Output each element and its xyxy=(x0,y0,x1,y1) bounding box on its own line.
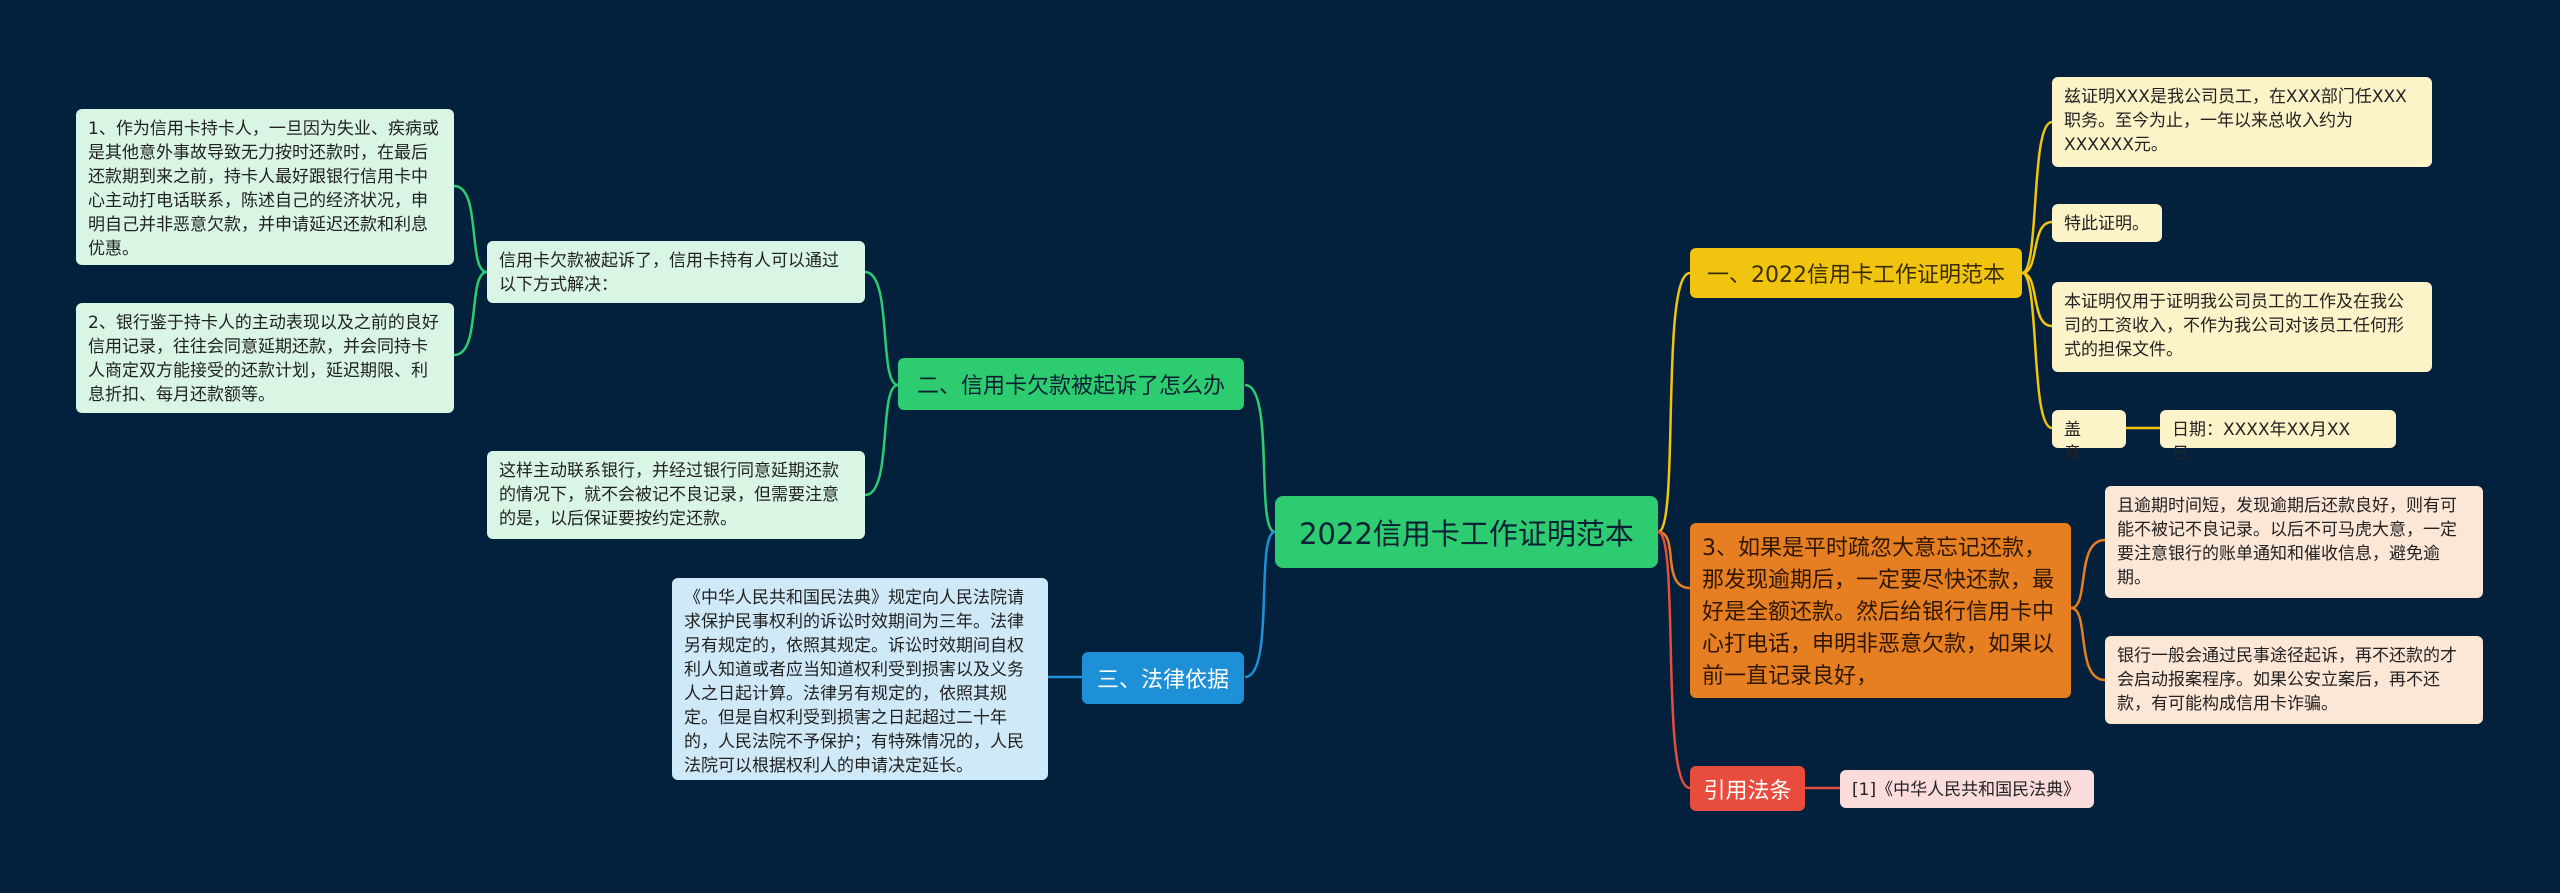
subleaf-contact-bank[interactable]: 1、作为信用卡持卡人，一旦因为失业、疾病或是其他意外事故导致无力按时还款时，在最… xyxy=(76,109,454,265)
leaf-solutions-intro[interactable]: 信用卡欠款被起诉了，信用卡持有人可以通过以下方式解决： xyxy=(487,241,865,303)
leaf-certificate-purpose[interactable]: 本证明仅用于证明我公司员工的工作及在我公司的工资收入，不作为我公司对该员工任何形… xyxy=(2052,282,2432,372)
leaf-bank-prosecution[interactable]: 银行一般会通过民事途径起诉，再不还款的才会启动报案程序。如果公安立案后，再不还款… xyxy=(2105,636,2483,724)
leaf-date[interactable]: 日期：XXXX年XX月XX日。 xyxy=(2160,410,2396,464)
leaf-civil-code-reference[interactable]: [1]《中华人民共和国民法典》 xyxy=(1840,770,2094,808)
central-topic[interactable]: 2022信用卡工作证明范本 xyxy=(1275,496,1658,568)
leaf-hereby-certify[interactable]: 特此证明。 xyxy=(2052,204,2162,242)
leaf-overdue-advice[interactable]: 且逾期时间短，发现逾期后还款良好，则有可能不被记不良记录。以后不可马虎大意，一定… xyxy=(2105,486,2483,598)
leaf-certificate-body[interactable]: 兹证明XXX是我公司员工，在XXX部门任XXX职务。至今为止，一年以来总收入约为… xyxy=(2052,77,2432,167)
branch-overdue-tip[interactable]: 3、如果是平时疏忽大意忘记还款，那发现逾期后，一定要尽快还款，最好是全额还款。然… xyxy=(1690,523,2071,698)
subleaf-bank-extension[interactable]: 2、银行鉴于持卡人的主动表现以及之前的良好信用记录，往往会同意延期还款，并会同持… xyxy=(76,303,454,413)
leaf-seal[interactable]: 盖章： xyxy=(2052,410,2126,464)
leaf-contact-bank-note[interactable]: 这样主动联系银行，并经过银行同意延期还款的情况下，就不会被记不良记录，但需要注意… xyxy=(487,451,865,539)
branch-legal-basis[interactable]: 三、法律依据 xyxy=(1082,652,1244,704)
branch-sued-what-to-do[interactable]: 二、信用卡欠款被起诉了怎么办 xyxy=(898,358,1244,410)
branch-work-certificate[interactable]: 一、2022信用卡工作证明范本 xyxy=(1690,248,2022,298)
branch-cited-law[interactable]: 引用法条 xyxy=(1690,766,1805,811)
leaf-statute-limitations[interactable]: 《中华人民共和国民法典》规定向人民法院请求保护民事权利的诉讼时效期间为三年。法律… xyxy=(672,578,1048,780)
